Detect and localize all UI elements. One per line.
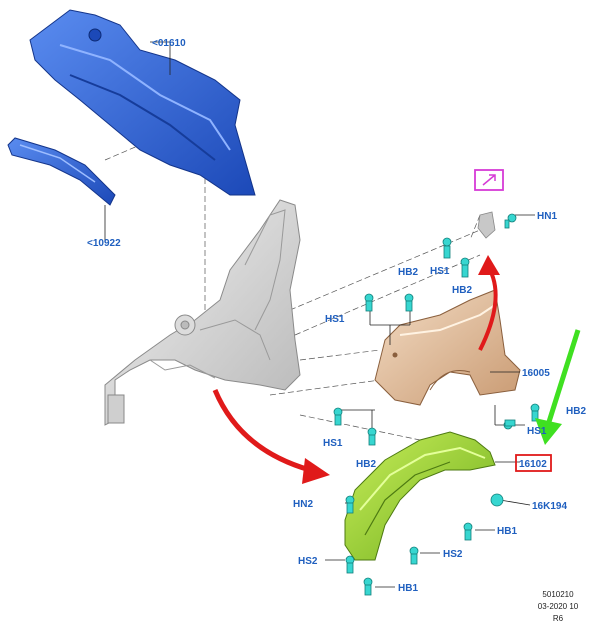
label-hs1-mid: HS1	[325, 314, 345, 325]
footer-line2: 03-2020 10	[537, 602, 579, 611]
liner-label-highlight	[515, 454, 552, 472]
label-fender: 16005	[522, 368, 550, 379]
clip-hb2-top	[460, 257, 470, 278]
label-hs1-top: HS1	[430, 266, 450, 277]
green-arrow	[535, 329, 581, 445]
clip-16k194	[490, 493, 504, 507]
part-labels: <01610 <10922 HN1 HS1 HB2 HB2 HS1 16005 …	[87, 38, 586, 594]
callout-box	[474, 169, 504, 191]
footer-line1: 5010210	[542, 590, 574, 599]
fastener-clips	[333, 213, 540, 596]
body-structure-part	[104, 199, 301, 426]
clip-hs2-right	[409, 546, 419, 565]
brace-part	[7, 137, 116, 206]
clip-hs1-right	[503, 419, 516, 430]
label-liner: 16102	[519, 459, 547, 470]
clip-hs2-left	[345, 555, 355, 574]
label-hb2-mid: HB2	[398, 267, 418, 278]
red-arrows	[212, 255, 500, 484]
clip-hb2-mid	[404, 293, 414, 312]
label-brace: <10922	[87, 238, 121, 249]
label-hs2-right: HS2	[443, 549, 463, 560]
red-arrow-left	[212, 389, 311, 473]
clip-hb2-low	[367, 427, 377, 446]
arrow-callout-icon	[482, 174, 496, 186]
label-hs2-left: HS2	[298, 556, 318, 567]
clip-hn2	[345, 495, 355, 514]
footer-line3: R6	[552, 614, 564, 623]
label-hb2-top: HB2	[452, 285, 472, 296]
label-hb1-bottom: HB1	[398, 583, 418, 594]
label-dash-panel: <01610	[152, 38, 186, 49]
label-hs1-right: HS1	[527, 426, 547, 437]
label-hn2: HN2	[293, 499, 313, 510]
clip-hs1-mid	[364, 293, 374, 312]
label-hb2-low: HB2	[356, 459, 376, 470]
label-clip-liner: 16K194	[532, 501, 567, 512]
label-hb1-right: HB1	[497, 526, 517, 537]
clip-hs1-low	[333, 407, 343, 426]
dash-panel-part	[29, 9, 256, 196]
red-arrow-right	[478, 269, 498, 351]
clip-hb2-right	[530, 403, 540, 422]
label-hb2-right: HB2	[566, 406, 586, 417]
clip-hs1-top	[442, 237, 452, 259]
clip-hb1-bottom	[363, 577, 373, 596]
clip-hn1	[504, 213, 517, 229]
clip-hb1-right	[463, 522, 473, 541]
label-hn1: HN1	[537, 211, 557, 222]
bracket-part	[477, 211, 496, 239]
label-hs1-low: HS1	[323, 438, 343, 449]
fender-part	[374, 289, 521, 406]
wheel-liner-part	[344, 431, 496, 561]
